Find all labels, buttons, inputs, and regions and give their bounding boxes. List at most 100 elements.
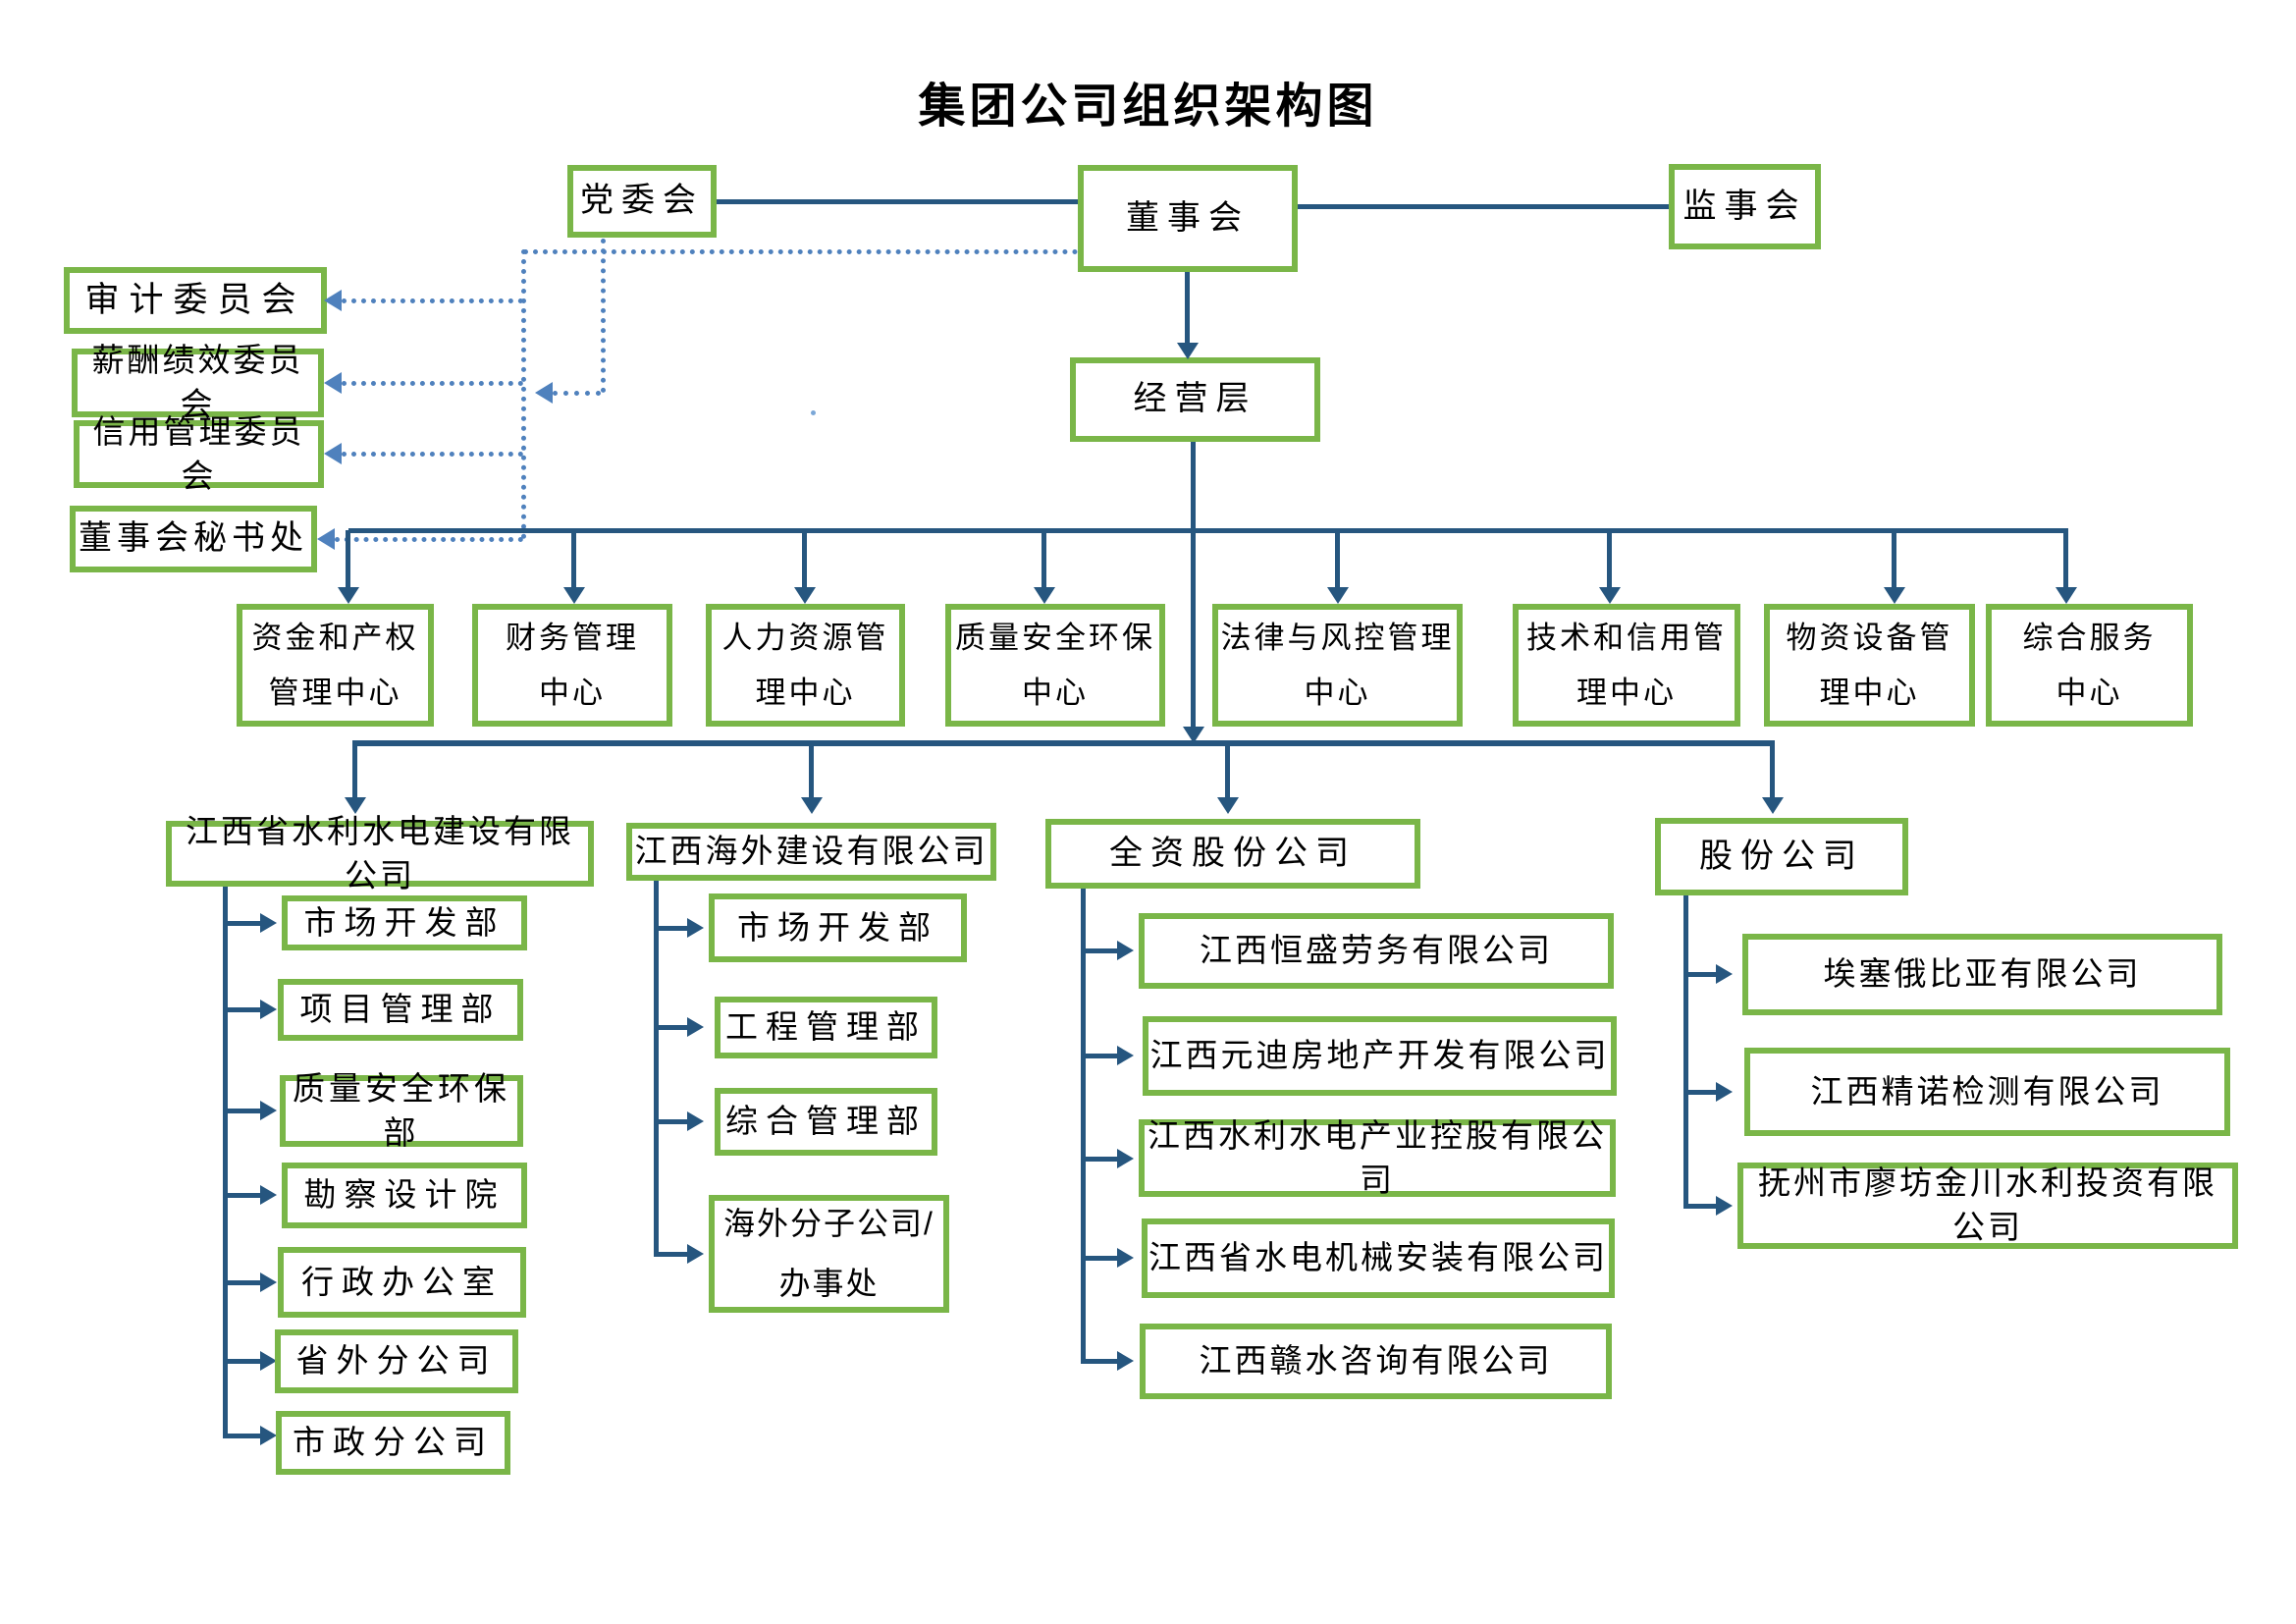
arrowhead-center-5 — [1327, 587, 1349, 604]
stray-dot — [811, 410, 816, 415]
node-supervisory-board: 监事会 — [1669, 164, 1821, 249]
node-col4-fuzhou-liaofang-investment: 抚州市廖坊金川水利投资有限公司 — [1737, 1163, 2238, 1249]
node-subsidiary-jx-water-construction: 江西省水利水电建设有限公司 — [166, 813, 594, 893]
arrowhead-branch — [260, 1000, 277, 1019]
connector-branch — [654, 1252, 689, 1257]
arrowhead-sub-3 — [1217, 797, 1239, 814]
arrowhead-center-4 — [1034, 587, 1055, 604]
connector-branch — [1081, 1256, 1119, 1261]
connector-drop-sub-4 — [1770, 740, 1775, 799]
node-col1-survey-design: 勘察设计院 — [282, 1163, 527, 1228]
connector-branch — [223, 921, 262, 926]
node-col3-industry-holding: 江西水利水电产业控股有限公司 — [1139, 1117, 1616, 1198]
arrowhead-credit — [324, 443, 342, 464]
node-col3-yuandi-realestate: 江西元迪房地产开发有限公司 — [1143, 1016, 1617, 1096]
connector-drop-center-4 — [1041, 530, 1046, 589]
connector-board-management — [1185, 272, 1190, 343]
arrowhead-compensation — [324, 372, 342, 394]
arrowhead-branch — [260, 913, 277, 933]
connector-branch — [223, 1193, 262, 1198]
connector-board-supervisory — [1298, 204, 1669, 209]
connector-drop-center-2 — [571, 530, 576, 589]
arrowhead-audit — [324, 290, 342, 311]
arrowhead-center-6 — [1599, 587, 1621, 604]
connector-dotted-secretariat — [335, 537, 523, 542]
connector-branch — [223, 1007, 262, 1012]
node-col3-machinery-installation: 江西省水电机械安装有限公司 — [1142, 1218, 1615, 1298]
connector-dotted-compensation — [342, 381, 523, 386]
node-center-tech-credit: 技术和信用管 理中心 — [1513, 604, 1740, 727]
arrowhead-branch — [687, 1111, 704, 1131]
connector-branch — [654, 926, 689, 931]
connector-branch — [1081, 948, 1119, 953]
node-credit-management-committee: 信用管理委员会 — [74, 413, 324, 494]
arrowhead-branch — [1716, 964, 1733, 984]
node-center-funds-property: 资金和产权 管理中心 — [237, 604, 434, 727]
connector-drop-sub-3 — [1225, 740, 1230, 799]
connector-drop-center-3 — [802, 530, 807, 589]
connector-drop-sub-2 — [809, 740, 814, 799]
node-col1-admin-office: 行政办公室 — [278, 1247, 526, 1318]
arrowhead-party — [535, 382, 553, 404]
node-center-hr: 人力资源管 理中心 — [706, 604, 905, 727]
arrowhead-branch — [260, 1426, 277, 1445]
arrowhead-branch — [1117, 941, 1134, 960]
arrowhead-branch — [260, 1351, 277, 1371]
node-col4-jingnuo-testing: 江西精诺检测有限公司 — [1744, 1048, 2230, 1136]
arrowhead-center-8 — [2056, 587, 2077, 604]
connector-dotted-party-vertical — [601, 239, 606, 393]
arrowhead-branch — [687, 918, 704, 938]
arrowhead-center-7 — [1884, 587, 1905, 604]
connector-management-subsidiaries — [1191, 442, 1196, 729]
node-stock-companies: 股份公司 — [1655, 818, 1908, 895]
arrowhead-secretariat — [317, 528, 335, 550]
arrowhead-branch — [260, 1101, 277, 1120]
arrowhead-branch — [1117, 1149, 1134, 1168]
connector-branch — [1683, 1204, 1718, 1209]
connector-dotted-board-horizontal — [523, 249, 1078, 254]
arrowhead-sub-4 — [1762, 797, 1784, 814]
node-col2-engineering-mgmt: 工程管理部 — [715, 997, 937, 1058]
arrowhead-branch — [1117, 1046, 1134, 1065]
node-management-level: 经营层 — [1070, 357, 1320, 442]
arrowhead-management — [1177, 343, 1199, 359]
connector-branch — [1081, 1054, 1119, 1058]
node-col4-ethiopia-company: 埃塞俄比亚有限公司 — [1742, 934, 2222, 1015]
arrowhead-center-3 — [794, 587, 816, 604]
connector-trunk-col4 — [1683, 895, 1688, 1208]
node-board-of-directors: 董事会 — [1078, 165, 1298, 272]
arrowhead-branch — [1117, 1351, 1134, 1371]
connector-drop-sub-1 — [352, 740, 357, 799]
node-col2-overseas-branches: 海外分子公司/ 办事处 — [709, 1195, 949, 1313]
connector-drop-center-6 — [1607, 530, 1612, 589]
connector-subsidiaries-bus — [353, 740, 1775, 746]
arrowhead-sub-2 — [801, 797, 823, 814]
connector-branch — [223, 1280, 262, 1285]
node-wholly-owned-companies: 全资股份公司 — [1045, 819, 1420, 889]
node-col1-project-mgmt: 项目管理部 — [278, 979, 523, 1041]
arrowhead-sub-1 — [345, 797, 366, 814]
node-center-finance: 财务管理 中心 — [472, 604, 672, 727]
node-subsidiary-jx-overseas: 江西海外建设有限公司 — [626, 823, 996, 881]
connector-drop-center-1 — [346, 530, 350, 589]
node-col3-hengsheng-labor: 江西恒盛劳务有限公司 — [1139, 913, 1614, 989]
node-center-legal-risk: 法律与风控管理 中心 — [1212, 604, 1463, 727]
arrowhead-branch — [260, 1185, 277, 1205]
connector-branch — [223, 1434, 262, 1438]
connector-drop-center-8 — [2063, 530, 2068, 589]
connector-trunk-col3 — [1081, 889, 1086, 1363]
node-col1-quality-safety: 质量安全环保部 — [280, 1070, 523, 1151]
arrowhead-center-2 — [563, 587, 585, 604]
connector-branch — [223, 1109, 262, 1113]
connector-branch — [654, 1025, 689, 1030]
node-col1-municipal-branch: 市政分公司 — [276, 1411, 510, 1475]
arrowhead-branch — [1716, 1196, 1733, 1216]
node-audit-committee: 审计委员会 — [64, 267, 327, 334]
connector-dotted-vertical-trunk — [521, 249, 526, 539]
connector-trunk-col1 — [223, 887, 228, 1437]
node-board-secretariat: 董事会秘书处 — [70, 506, 317, 572]
arrowhead-center-1 — [338, 587, 359, 604]
arrowhead-subsidiaries-bus — [1183, 727, 1204, 743]
connector-drop-center-7 — [1892, 530, 1896, 589]
